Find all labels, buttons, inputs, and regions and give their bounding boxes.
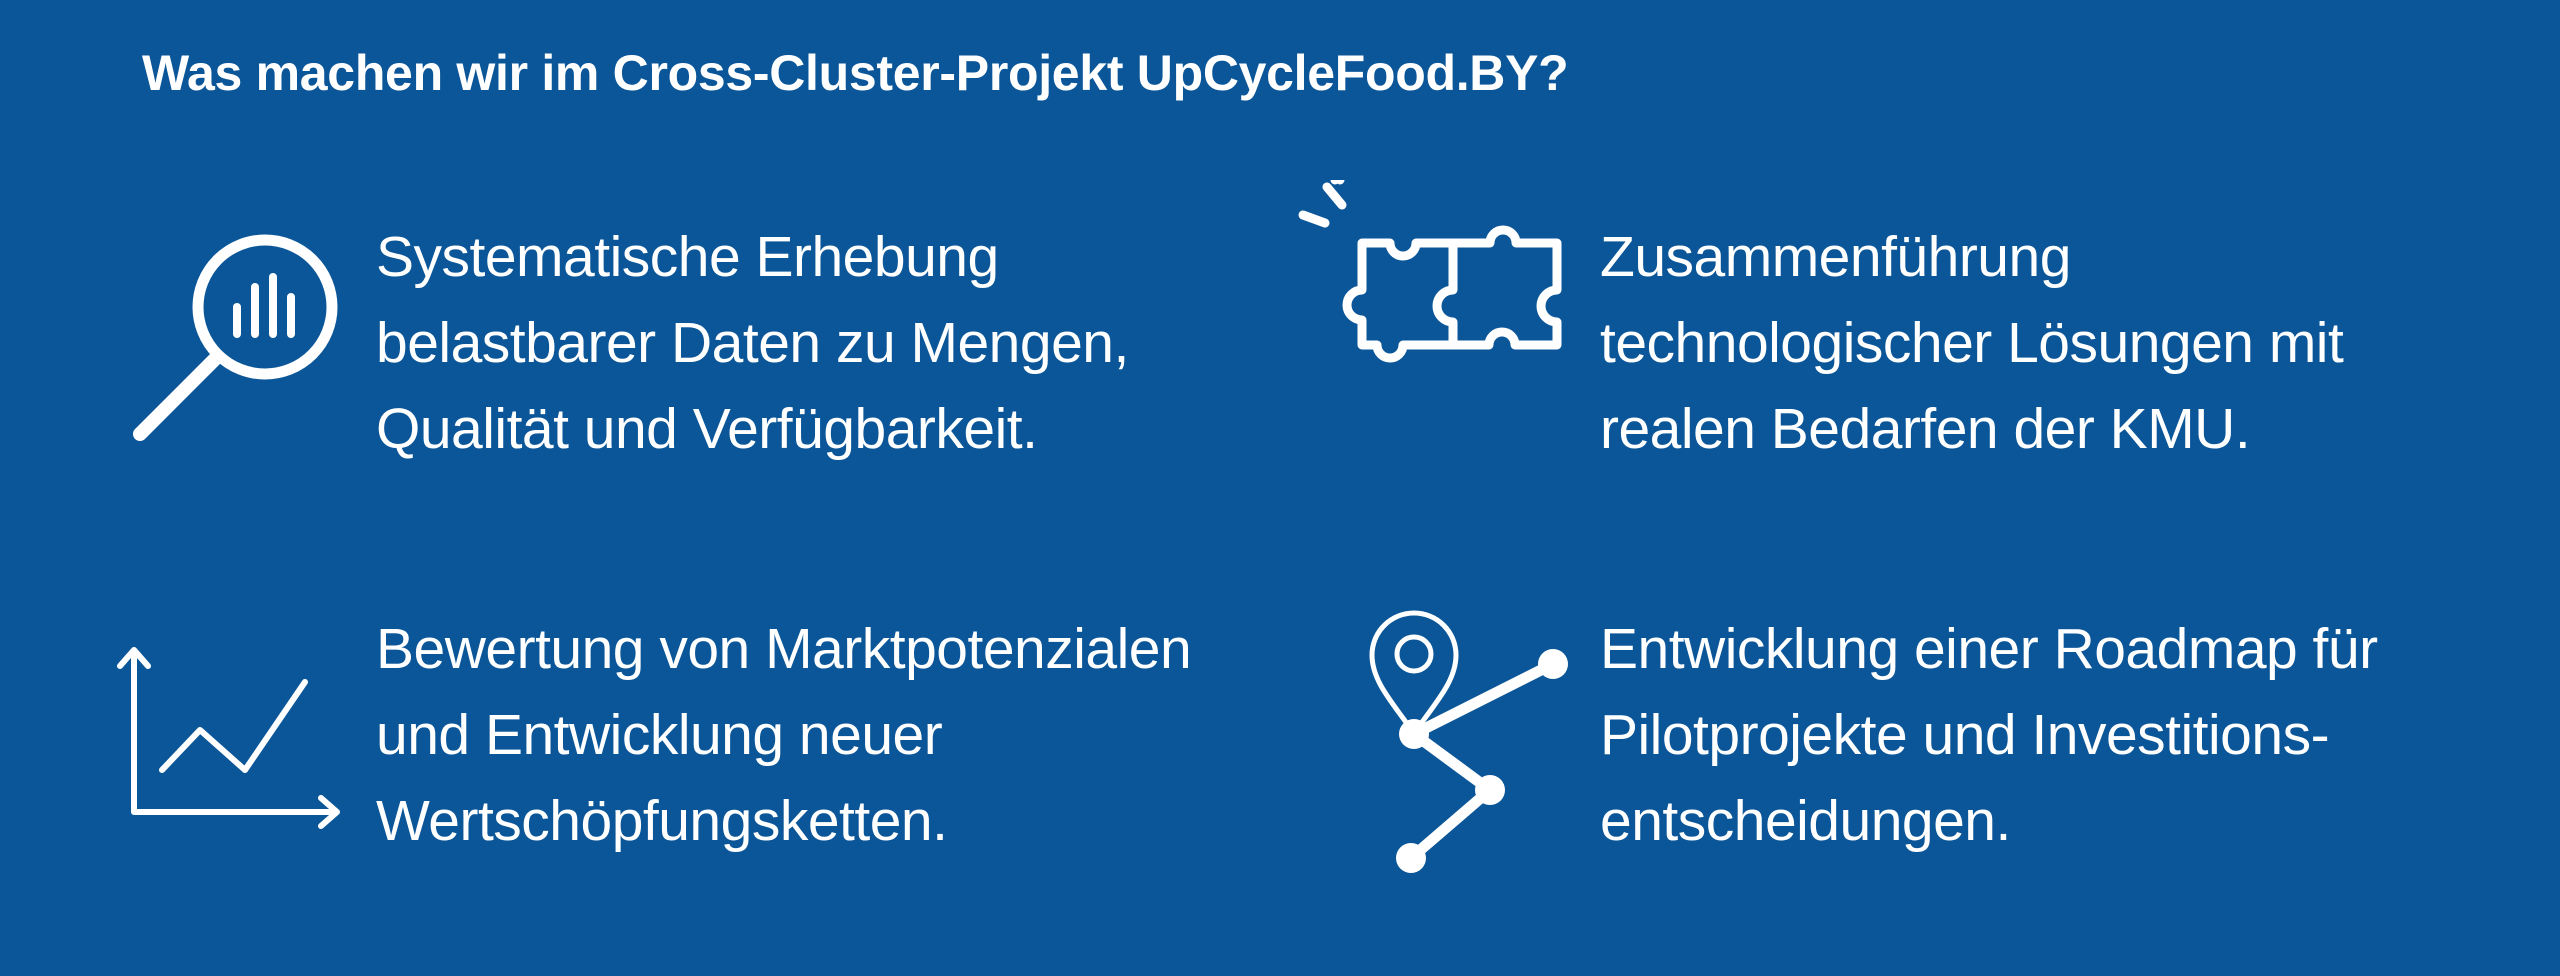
- magnifier-chart-icon: [133, 234, 338, 441]
- item-line: Pilotprojekte und Investitions-: [1600, 703, 2330, 767]
- page-title: Was machen wir im Cross-Cluster-Projekt …: [142, 45, 1569, 101]
- item-bewertung-marktpotenziale: Bewertung von Marktpotenzialen und Entwi…: [376, 606, 1192, 864]
- roadmap-icon: [1369, 610, 1568, 873]
- item-line: Zusammenführung: [1600, 225, 2071, 289]
- item-line: technologischer Lösungen mit: [1600, 311, 2344, 375]
- item-zusammenfuehrung: Zusammenführung technologischer Lösungen…: [1600, 214, 2344, 472]
- item-line: Qualität und Verfügbarkeit.: [376, 397, 1038, 461]
- item-systematische-erhebung: Systematische Erhebung belastbarer Daten…: [376, 214, 1129, 472]
- line-chart-icon: [117, 647, 340, 829]
- item-line: Systematische Erhebung: [376, 225, 999, 289]
- puzzle-icon: [1298, 180, 1562, 363]
- item-line: entscheidungen.: [1600, 789, 2011, 853]
- item-entwicklung-roadmap: Entwicklung einer Roadmap für Pilotproje…: [1600, 606, 2378, 864]
- item-line: realen Bedarfen der KMU.: [1600, 397, 2251, 461]
- item-line: Wertschöpfungsketten.: [376, 789, 948, 853]
- item-line: Bewertung von Marktpotenzialen: [376, 617, 1192, 681]
- item-line: Entwicklung einer Roadmap für: [1600, 617, 2378, 681]
- item-line: belastbarer Daten zu Mengen,: [376, 311, 1129, 375]
- item-line: und Entwicklung neuer: [376, 703, 943, 767]
